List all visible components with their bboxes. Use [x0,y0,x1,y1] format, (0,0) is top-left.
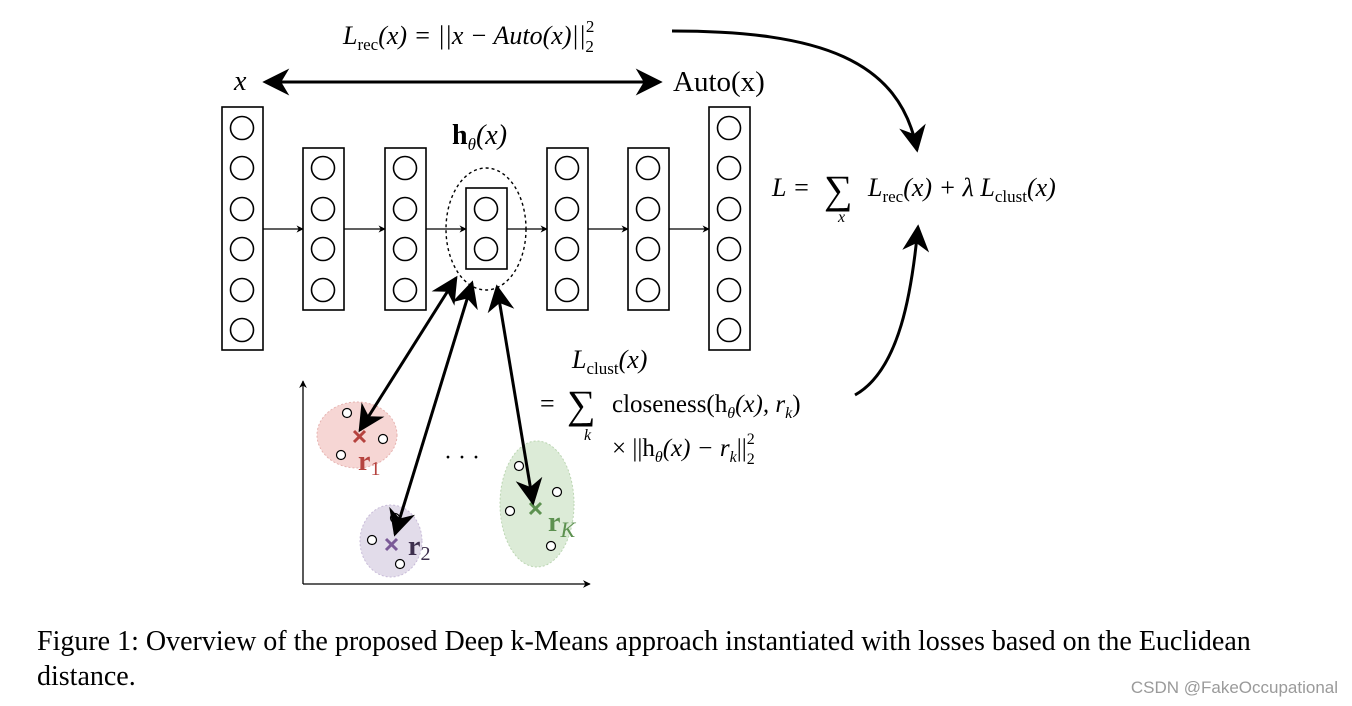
rec-to-total-arrow [671,29,926,153]
hidden-layer-3 [546,147,589,311]
watermark: CSDN @FakeOccupational [1130,678,1338,697]
input-layer [221,106,264,351]
centroid-r2-marker [384,537,399,552]
svg-text:× ||hθ(x) − rk||22: × ||hθ(x) − rk||22 [612,431,755,468]
cluster-ellipsis: · · · [444,445,480,471]
input-label: x [233,66,247,97]
total-loss-formula: L = ∑ x Lrec(x) + λ Lclust(x) [771,167,1056,226]
svg-text:k: k [584,427,592,444]
hidden-layer-1 [302,147,345,311]
clust-to-total-arrow [854,224,930,397]
output-label: Auto(x) [673,66,765,98]
cluster-r1: r1 [316,401,398,480]
svg-text:=: = [540,389,555,418]
cluster-plot-axes [299,380,591,588]
cluster-r2: r2 [359,504,430,578]
figure-caption: Figure 1: Overview of the proposed Deep … [37,626,1251,692]
svg-text:rK: rK [548,507,576,542]
embedding-layer [465,187,508,270]
output-layer [708,106,751,351]
embedding-centroid-arrows [358,275,543,537]
svg-text:Lrec(x) + λ Lclust(x): Lrec(x) + λ Lclust(x) [867,173,1056,206]
svg-text:L =: L = [771,173,810,202]
centroid-r1-marker [352,429,367,444]
clustering-loss-formula: Lclust(x) = ∑ k closeness(hθ(x), rk) × |… [540,345,801,468]
embedding-label: hθ(x) [452,120,507,154]
svg-text:r1: r1 [358,446,380,480]
svg-text:closeness(hθ(x), rk): closeness(hθ(x), rk) [612,391,801,422]
svg-text:∑: ∑ [824,167,853,212]
svg-text:∑: ∑ [567,382,596,427]
cluster-rK: rK [499,440,576,568]
svg-text:x: x [837,209,845,226]
svg-text:r2: r2 [408,531,430,565]
hidden-layer-4 [627,147,670,311]
svg-text:Lclust(x): Lclust(x) [571,345,647,378]
hidden-layer-2 [384,147,427,311]
